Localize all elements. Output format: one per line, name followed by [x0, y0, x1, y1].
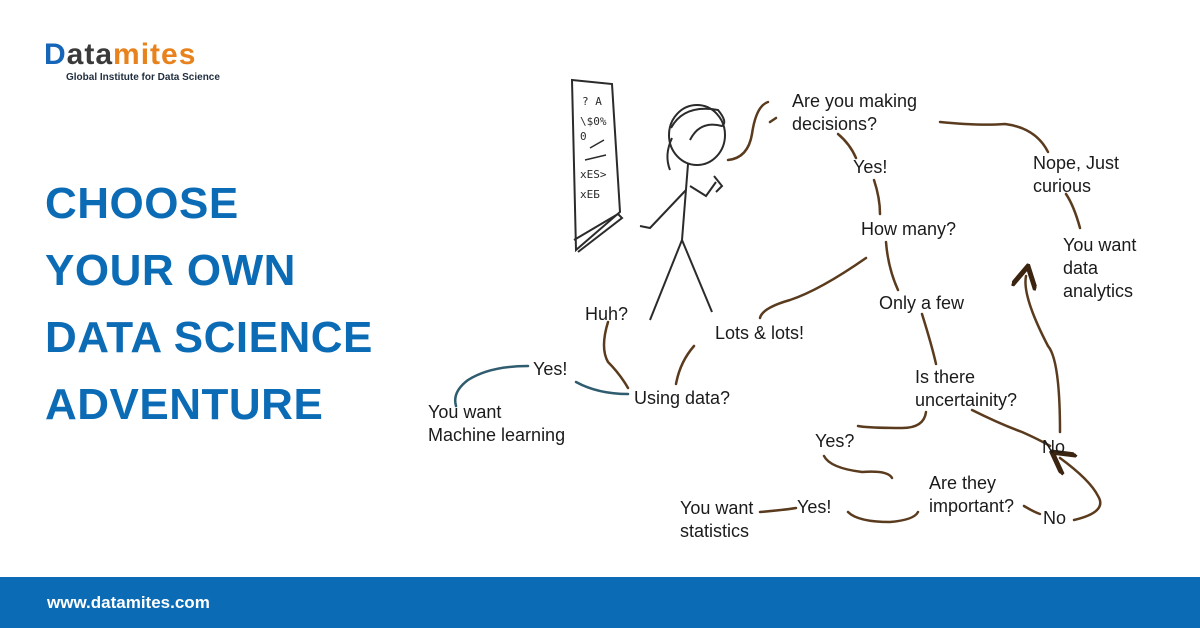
- node-you-want-data-analytics: You want data analytics: [1063, 234, 1136, 303]
- node-text: You want: [428, 402, 502, 422]
- node-yes-important: Yes!: [797, 496, 831, 519]
- node-are-you-making-decisions: Are you making decisions?: [792, 90, 917, 136]
- node-no-uncertainity: No: [1042, 436, 1065, 459]
- node-text: How many?: [861, 219, 957, 239]
- node-nope-just-curious: Nope, Just curious: [1033, 152, 1119, 198]
- svg-text:xES>: xES>: [580, 168, 607, 181]
- footer-bar: www.datamites.com: [0, 577, 1200, 628]
- node-is-there-uncertainity: Is there uncertainity?: [915, 366, 1017, 412]
- node-text: No: [1042, 437, 1066, 457]
- node-yes-ml: Yes!: [533, 358, 567, 381]
- logo-end: mites: [113, 38, 197, 71]
- headline: CHOOSE YOUR OWN DATA SCIENCE ADVENTURE: [45, 170, 373, 438]
- flowchart-drawing: ? A \$0% 0 xES> xEБ: [454, 78, 1102, 524]
- node-text: Using data?: [634, 388, 731, 408]
- headline-line-1: CHOOSE: [45, 179, 239, 228]
- whiteboard-illustration: ? A \$0% 0 xES> xEБ: [570, 78, 624, 253]
- datamites-logo: Datamites Global Institute for Data Scie…: [44, 40, 220, 84]
- node-text: Yes!: [853, 157, 888, 177]
- svg-text:xEБ: xEБ: [580, 188, 600, 201]
- node-text: Nope, Just: [1033, 153, 1120, 173]
- node-text: Are they: [929, 473, 997, 493]
- node-text: Is there: [915, 367, 976, 387]
- node-text: important?: [929, 496, 1015, 516]
- node-no-important: No: [1043, 507, 1066, 530]
- node-text: data: [1063, 258, 1099, 278]
- node-lots-and-lots: Lots & lots!: [715, 322, 804, 345]
- node-you-want-statistics: You want statistics: [680, 497, 753, 543]
- ml-connectors: [454, 364, 630, 408]
- stick-figure-illustration: [639, 104, 726, 321]
- node-yes-uncertain: Yes?: [815, 430, 854, 453]
- svg-text:? A: ? A: [582, 95, 602, 108]
- node-text: You want: [1063, 235, 1137, 255]
- node-text: Yes?: [815, 431, 855, 451]
- node-yes-decisions: Yes!: [853, 156, 887, 179]
- node-how-many: How many?: [861, 218, 956, 241]
- node-text: Are you making: [792, 91, 918, 111]
- headline-line-3: DATA SCIENCE: [45, 313, 373, 362]
- node-text: statistics: [680, 521, 750, 541]
- node-text: analytics: [1063, 281, 1134, 301]
- website-link[interactable]: www.datamites.com: [47, 593, 210, 612]
- node-text: uncertainity?: [915, 390, 1018, 410]
- node-text: Yes!: [797, 497, 832, 517]
- node-only-a-few: Only a few: [879, 292, 964, 315]
- logo-middle: ata: [66, 38, 114, 71]
- node-text: Machine learning: [428, 425, 566, 445]
- svg-text:\$0%: \$0%: [580, 115, 607, 128]
- logo-wordmark: Datamites: [44, 40, 220, 70]
- node-you-want-machine-learning: You want Machine learning: [428, 401, 565, 447]
- node-text: No: [1043, 508, 1067, 528]
- node-using-data: Using data?: [634, 387, 730, 410]
- node-text: Yes!: [533, 359, 568, 379]
- headline-line-2: YOUR OWN: [45, 246, 296, 295]
- headline-line-4: ADVENTURE: [45, 380, 324, 429]
- node-text: curious: [1033, 176, 1092, 196]
- flow-connectors: [602, 100, 1102, 524]
- logo-initial: D: [44, 38, 67, 71]
- node-are-they-important: Are they important?: [929, 472, 1014, 518]
- node-text: Only a few: [879, 293, 965, 313]
- node-text: Huh?: [585, 304, 629, 324]
- node-huh: Huh?: [585, 303, 628, 326]
- node-text: You want: [680, 498, 754, 518]
- node-text: Lots & lots!: [715, 323, 805, 343]
- node-text: decisions?: [792, 114, 878, 134]
- svg-text:0: 0: [580, 130, 587, 143]
- logo-tagline: Global Institute for Data Science: [66, 72, 220, 83]
